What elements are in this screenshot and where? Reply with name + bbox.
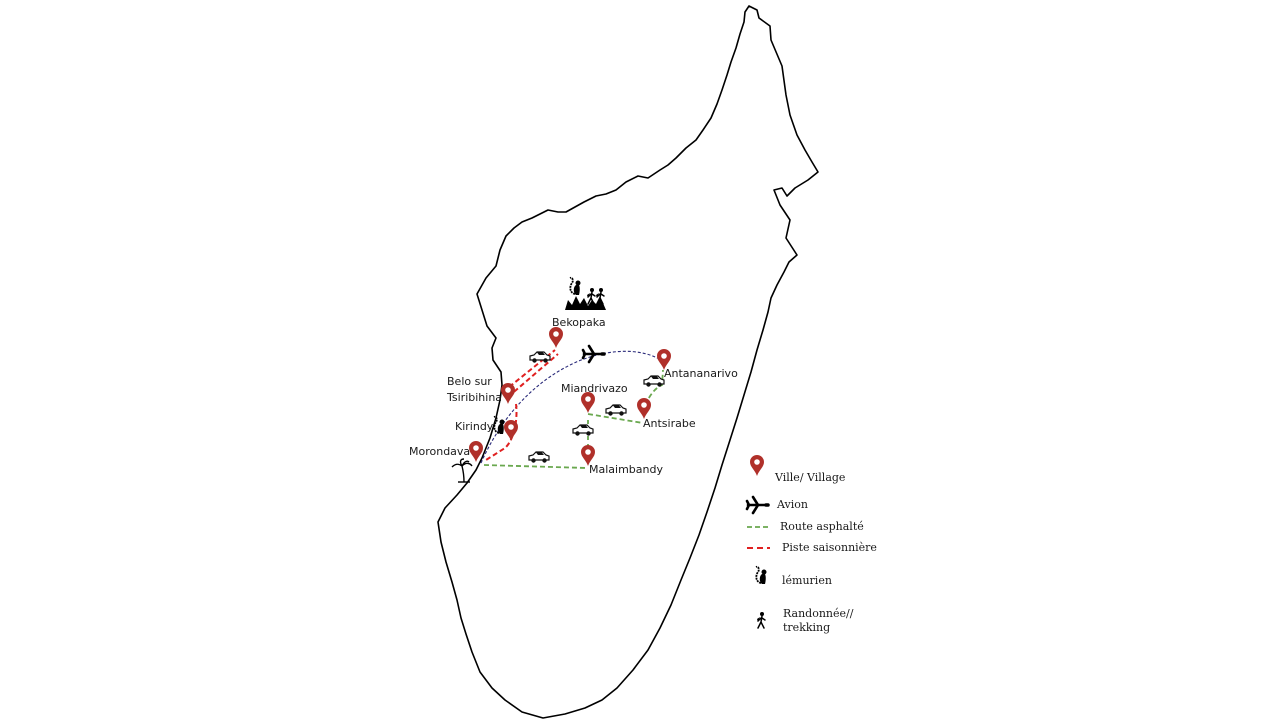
seasonal-track-belo-bekopaka-2 [507, 353, 559, 398]
label-antananarivo: Antananarivo [664, 367, 738, 380]
legend-plane-icon [745, 495, 770, 515]
label-kirindy: Kirindy [455, 420, 494, 433]
legend [745, 455, 770, 629]
label-morondava: Morondava [409, 445, 471, 458]
legend-label-lemurien: lémurien [782, 574, 832, 587]
legend-label-route: Route asphalté [780, 520, 864, 533]
legend-label-piste: Piste saisonnière [782, 541, 877, 554]
label-belo-line2: Tsiribihina [447, 391, 503, 404]
label-belo-line1: Belo sur [447, 375, 492, 388]
legend-hiker-icon [756, 611, 766, 629]
legend-label-rando-line2: trekking [783, 621, 831, 634]
label-malaimbandy: Malaimbandy [589, 463, 663, 476]
label-miandrivazo: Miandrivazo [561, 382, 628, 395]
label-bekopaka: Bekopaka [552, 316, 606, 329]
tsingy-landscape-icon [565, 276, 606, 310]
road-morondava-malaimbandy [483, 464, 588, 469]
legend-label-ville: Ville/ Village [775, 471, 846, 484]
palm-tree-icon [451, 458, 473, 483]
legend-marker-icon [750, 455, 764, 476]
label-antsirabe: Antsirabe [643, 417, 696, 430]
legend-label-avion: Avion [777, 498, 808, 511]
legend-lemur-icon [755, 565, 768, 585]
madagascar-coastline [437, 5, 819, 719]
road-miandrivazo-antsirabe [587, 413, 644, 424]
legend-label-rando-line1: Randonnée// [783, 607, 854, 620]
